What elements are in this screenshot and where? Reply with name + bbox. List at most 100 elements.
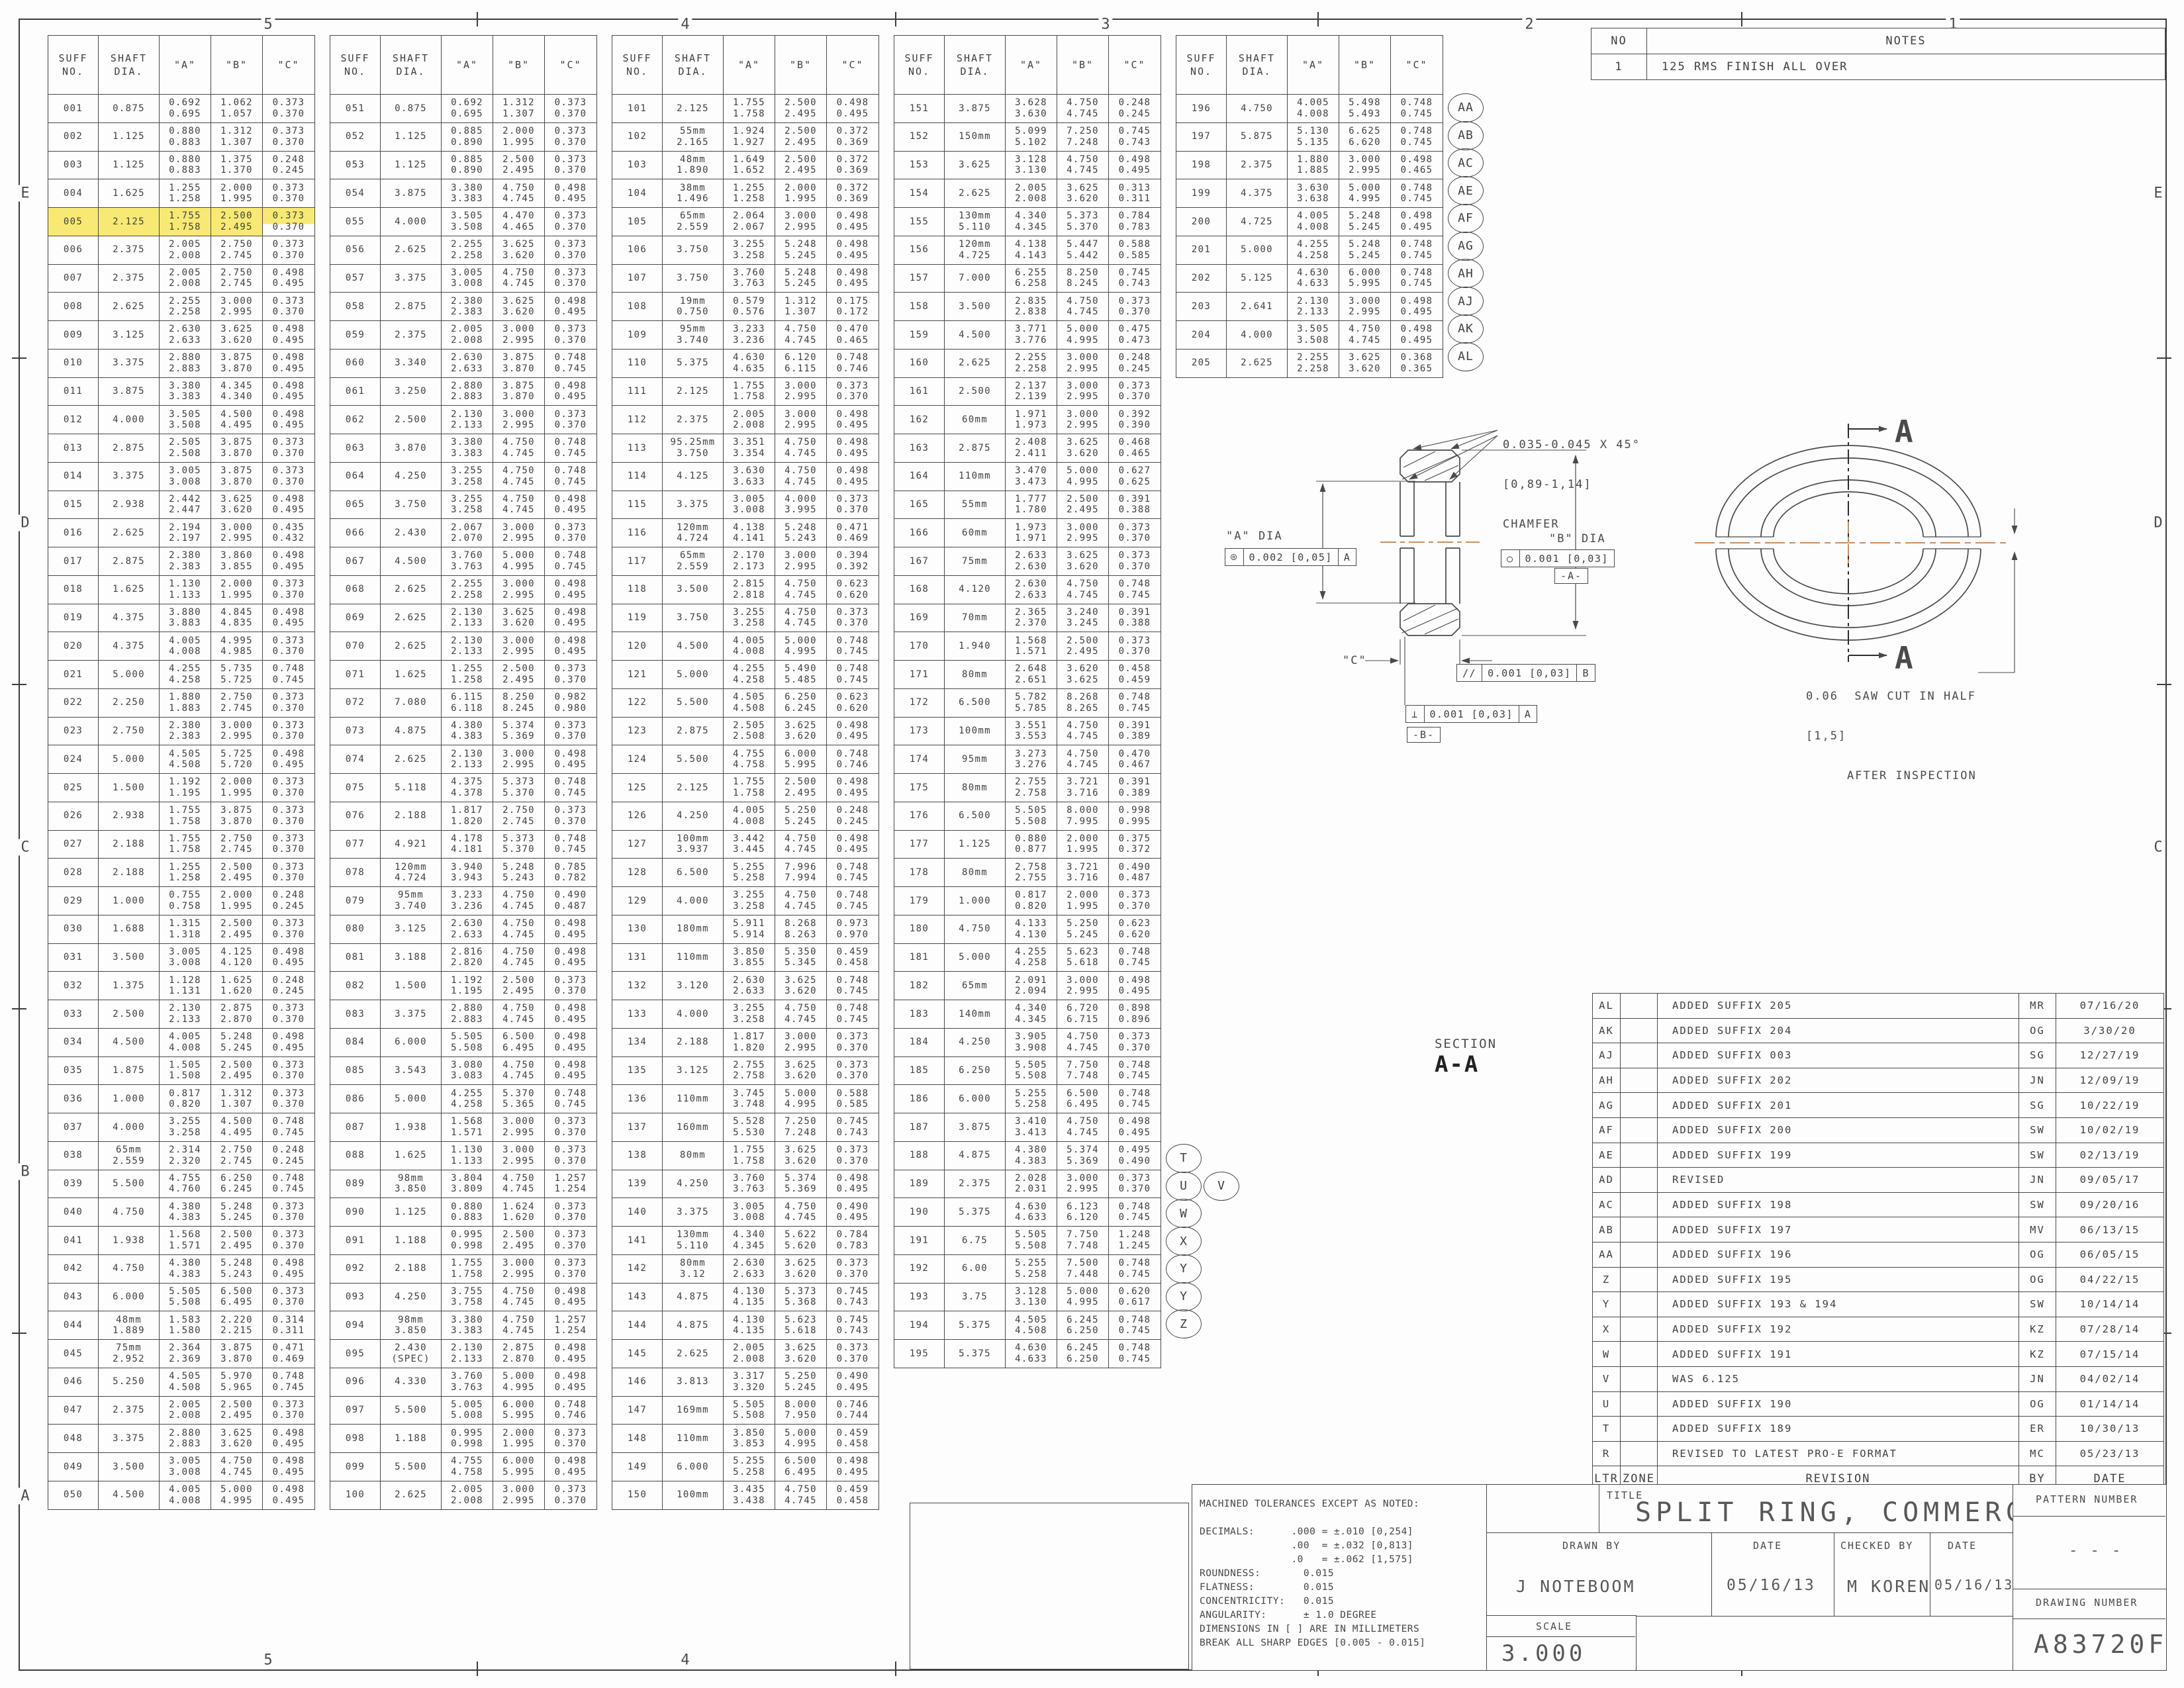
table-header-cell: "A"	[442, 36, 493, 94]
table-cell: 2.625	[663, 1340, 724, 1368]
drawing-title: SPLIT RING, COMMERCIAL	[1635, 1497, 2088, 1528]
pattern-divider	[2013, 1516, 2165, 1517]
zone-tick	[2157, 1008, 2171, 1009]
revision-cell: AG	[1593, 1093, 1621, 1117]
table-cell: 3.750	[663, 236, 724, 264]
table-cell: 2.625	[381, 604, 442, 632]
table-cell: 1.188	[381, 1227, 442, 1254]
table-cell: 016	[48, 519, 99, 547]
zone-tick	[477, 1662, 478, 1676]
revision-cell: ADDED SUFFIX 205	[1658, 994, 2019, 1018]
revision-cell	[1621, 1267, 1658, 1292]
table-cell: 122	[612, 688, 663, 717]
table-cell: 121	[612, 661, 663, 688]
table-cell: 4.875	[945, 1141, 1006, 1170]
table-cell: 060	[330, 349, 381, 377]
table-cell: 147	[612, 1396, 663, 1425]
table-cell: 65mm	[945, 972, 1006, 1000]
table-cell: 6.250	[945, 1056, 1006, 1085]
revision-cell: JN	[2019, 1068, 2056, 1093]
table-cell: 1.125	[99, 122, 160, 151]
table-cell: 068	[330, 575, 381, 604]
table-cell: 202	[1176, 264, 1227, 293]
drawn-by-label: DRAWN BY	[1562, 1540, 1621, 1552]
revision-cell: AH	[1593, 1068, 1621, 1093]
revision-bubble: AB	[1448, 120, 1484, 150]
table-cell: 192	[894, 1254, 945, 1283]
table-cell: 111	[612, 377, 663, 406]
table-cell: 2.430(SPEC)	[381, 1340, 442, 1368]
table-cell: 059	[330, 321, 381, 349]
revision-cell: MC	[2019, 1441, 2056, 1466]
table-cell: 2.125	[663, 774, 724, 802]
table-cell: 114	[612, 462, 663, 491]
drawing-number-divider	[2013, 1618, 2165, 1619]
revision-cell: 05/23/13	[2079, 1447, 2140, 1460]
revision-cell: ADDED SUFFIX 191	[1658, 1342, 2019, 1366]
table-cell: 010	[48, 349, 99, 377]
table-cell: 2.375	[99, 264, 160, 293]
